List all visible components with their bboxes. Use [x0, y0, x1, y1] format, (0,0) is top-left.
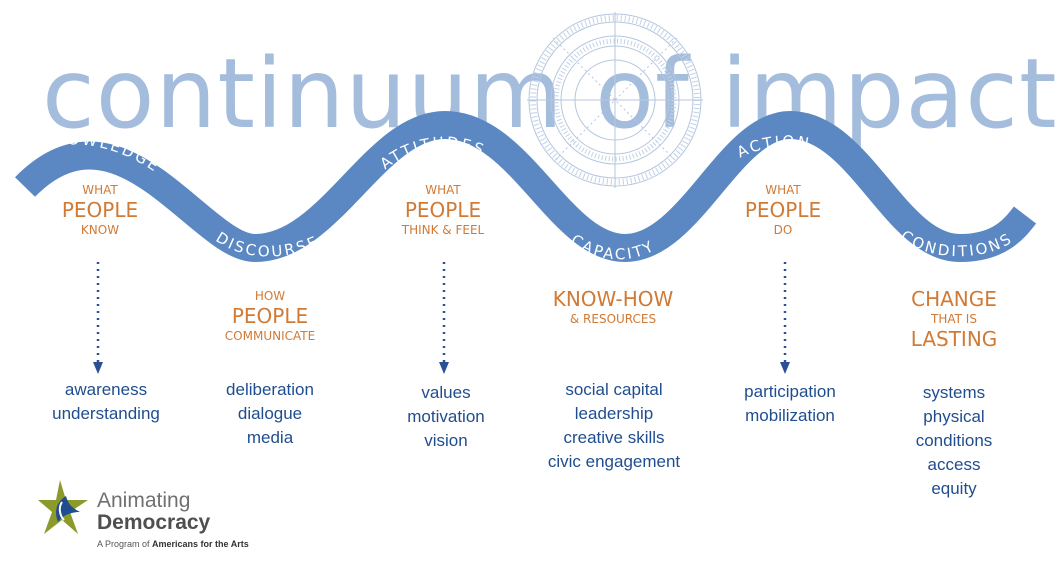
- heading-action-bottom: DO: [773, 222, 793, 237]
- heading-action-main: PEOPLE: [744, 197, 822, 222]
- list-item: deliberation: [226, 380, 314, 399]
- outcomes-discourse: deliberation dialogue media: [226, 378, 314, 450]
- animating-democracy-logo-icon: [38, 480, 88, 534]
- heading-action: WHAT PEOPLE DO: [745, 184, 821, 236]
- list-item: access: [927, 455, 981, 474]
- heading-knowledge-bottom: KNOW: [80, 222, 120, 237]
- heading-attitudes-main: PEOPLE: [404, 197, 482, 222]
- heading-knowledge-main: PEOPLE: [61, 197, 139, 222]
- heading-attitudes: WHAT PEOPLE THINK & FEEL: [402, 184, 484, 236]
- heading-capacity: KNOW-HOW & RESOURCES: [553, 286, 674, 326]
- list-item: motivation: [407, 407, 485, 426]
- list-item: civic engagement: [547, 452, 681, 471]
- list-item: leadership: [574, 404, 654, 423]
- arrowhead-attitudes: [439, 362, 449, 374]
- list-item: conditions: [915, 431, 993, 450]
- heading-capacity-main: KNOW-HOW: [552, 287, 674, 311]
- heading-attitudes-top: WHAT: [425, 183, 461, 197]
- list-item: vision: [424, 431, 468, 450]
- heading-discourse-bottom: COMMUNICATE: [224, 328, 316, 343]
- heading-discourse-main: PEOPLE: [231, 303, 309, 328]
- heading-conditions: CHANGE THAT IS LASTING: [911, 286, 998, 353]
- list-item: physical: [923, 407, 985, 426]
- list-item: social capital: [565, 380, 663, 399]
- heading-knowledge: WHAT PEOPLE KNOW: [62, 184, 138, 236]
- list-item: understanding: [52, 404, 160, 423]
- compass-icon: [527, 12, 703, 188]
- outcomes-capacity: social capital leadership creative skill…: [548, 378, 680, 474]
- list-item: equity: [931, 479, 977, 498]
- diagram-title: continuum of impact: [42, 38, 1055, 150]
- heading-conditions-main2: LASTING: [910, 326, 998, 351]
- logo-tagline-prefix: A Program of: [97, 539, 153, 549]
- heading-discourse-top: HOW: [254, 289, 286, 303]
- heading-conditions-middle: THAT IS: [931, 312, 977, 326]
- list-item: mobilization: [745, 406, 835, 425]
- outcomes-conditions: systems physical conditions access equit…: [916, 381, 993, 501]
- list-item: systems: [922, 383, 986, 402]
- list-item: dialogue: [237, 404, 303, 423]
- logo-tagline-org: Americans for the Arts: [152, 539, 249, 549]
- logo-name-line1: Animating: [97, 489, 191, 512]
- heading-knowledge-top: WHAT: [82, 183, 118, 197]
- heading-capacity-bottom: & RESOURCES: [569, 312, 657, 326]
- outcomes-attitudes: values motivation vision: [407, 381, 484, 453]
- heading-action-top: WHAT: [765, 183, 801, 197]
- outcomes-action: participation mobilization: [744, 380, 836, 428]
- logo-text: Animating Democracy A Program of America…: [97, 489, 249, 550]
- list-item: participation: [744, 382, 836, 401]
- wave-band: [25, 125, 1025, 248]
- list-item: creative skills: [563, 428, 665, 447]
- arrowhead-action: [780, 362, 790, 374]
- list-item: media: [246, 428, 294, 447]
- arrowhead-knowledge: [93, 362, 103, 374]
- heading-discourse: HOW PEOPLE COMMUNICATE: [225, 290, 315, 342]
- logo-name-line2: Democracy: [97, 511, 211, 534]
- list-item: awareness: [64, 380, 148, 399]
- heading-conditions-main: CHANGE: [911, 287, 997, 311]
- list-item: values: [421, 383, 471, 402]
- heading-attitudes-bottom: THINK & FEEL: [401, 222, 485, 237]
- outcomes-knowledge: awareness understanding: [52, 378, 160, 426]
- logo-tagline: A Program of Americans for the Arts: [97, 539, 249, 549]
